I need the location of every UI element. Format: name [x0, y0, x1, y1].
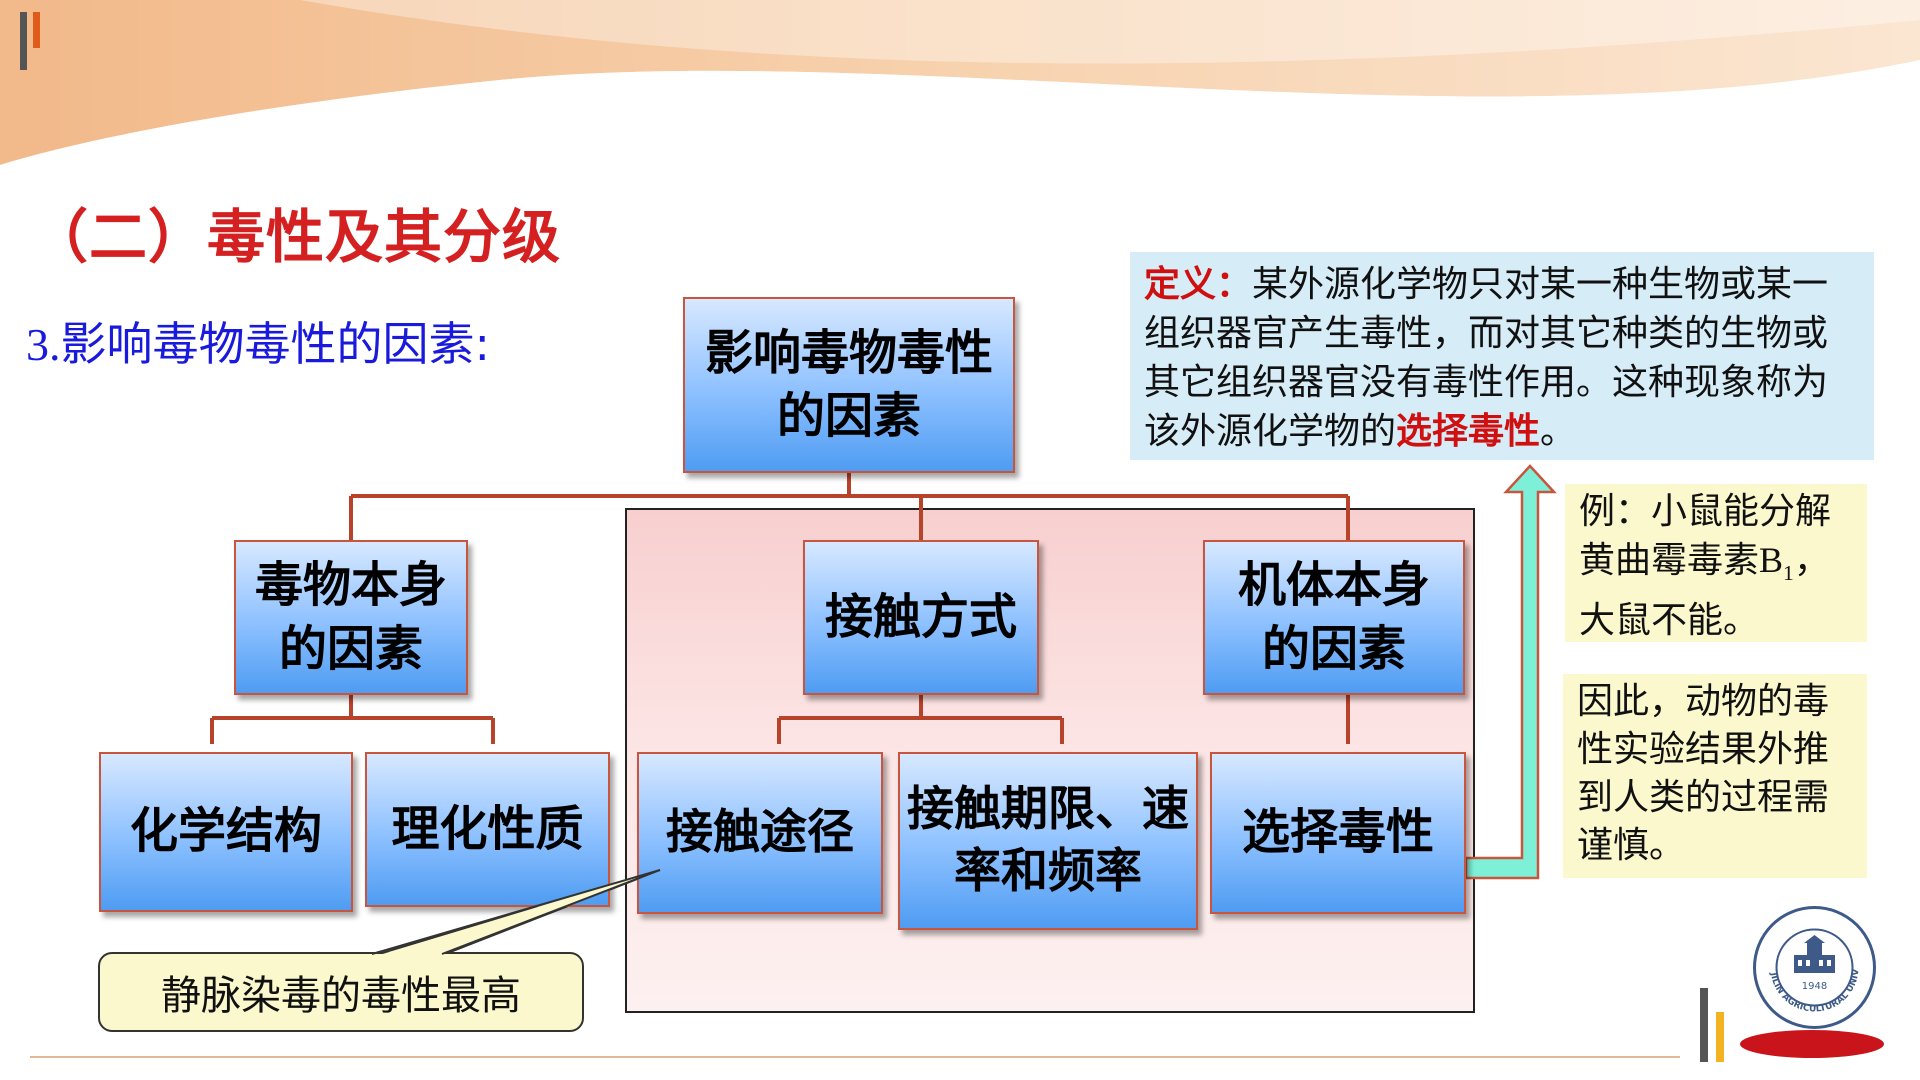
caution-note: 因此，动物的毒性实验结果外推到人类的过程需谨慎。 — [1563, 674, 1867, 878]
selective-toxicity-arrow — [1464, 464, 1557, 880]
definition-end: 。 — [1540, 411, 1577, 452]
example-text-end: ，大鼠不能。 — [1579, 540, 1830, 642]
selective-toxicity-box: 选择毒性 — [1210, 752, 1466, 914]
header-decoration — [0, 0, 1920, 175]
section-subtitle: 3.影响毒物毒性的因素: — [26, 308, 490, 374]
physchem-properties-box: 理化性质 — [365, 752, 610, 907]
university-seal-icon: JILIN AGRICULTURAL UNIVERSITY 1948 — [1748, 898, 1876, 1029]
definition-label: 定义： — [1144, 264, 1253, 305]
example-text: 例：小鼠能分解黄曲霉毒素 — [1579, 491, 1832, 581]
chemical-structure-box: 化学结构 — [99, 752, 353, 912]
definition-highlight: 选择毒性 — [1396, 411, 1541, 452]
example-b-sub: 1 — [1783, 561, 1794, 586]
example-b-letter: B — [1759, 540, 1784, 580]
definition-text: 某外源化学物只对某一种生物或某一组织器官产生毒性，而对其它种类的生物或其它组织器… — [1144, 264, 1829, 452]
logo-year: 1948 — [1802, 981, 1827, 992]
root-factors-box: 影响毒物毒性的因素 — [683, 297, 1015, 473]
subtitle-number: 3. — [26, 319, 61, 370]
contact-duration-box: 接触期限、速率和频率 — [898, 752, 1198, 930]
toxicant-factors-box: 毒物本身的因素 — [234, 540, 468, 695]
contact-mode-box: 接触方式 — [803, 540, 1039, 695]
page-title: （二）毒性及其分级 — [30, 203, 562, 271]
contact-route-box: 接触途径 — [637, 752, 883, 914]
organism-factors-box: 机体本身的因素 — [1203, 540, 1465, 695]
example-note: 例：小鼠能分解黄曲霉毒素B1，大鼠不能。 — [1565, 484, 1867, 642]
callout-note: 静脉染毒的毒性最高 — [98, 952, 584, 1032]
subtitle-text: 影响毒物毒性的因素: — [60, 317, 491, 371]
definition-box: 定义：某外源化学物只对某一种生物或某一组织器官产生毒性，而对其它种类的生物或其它… — [1130, 252, 1874, 460]
university-logo: JILIN AGRICULTURAL UNIVERSITY 1948 — [1748, 898, 1877, 1030]
